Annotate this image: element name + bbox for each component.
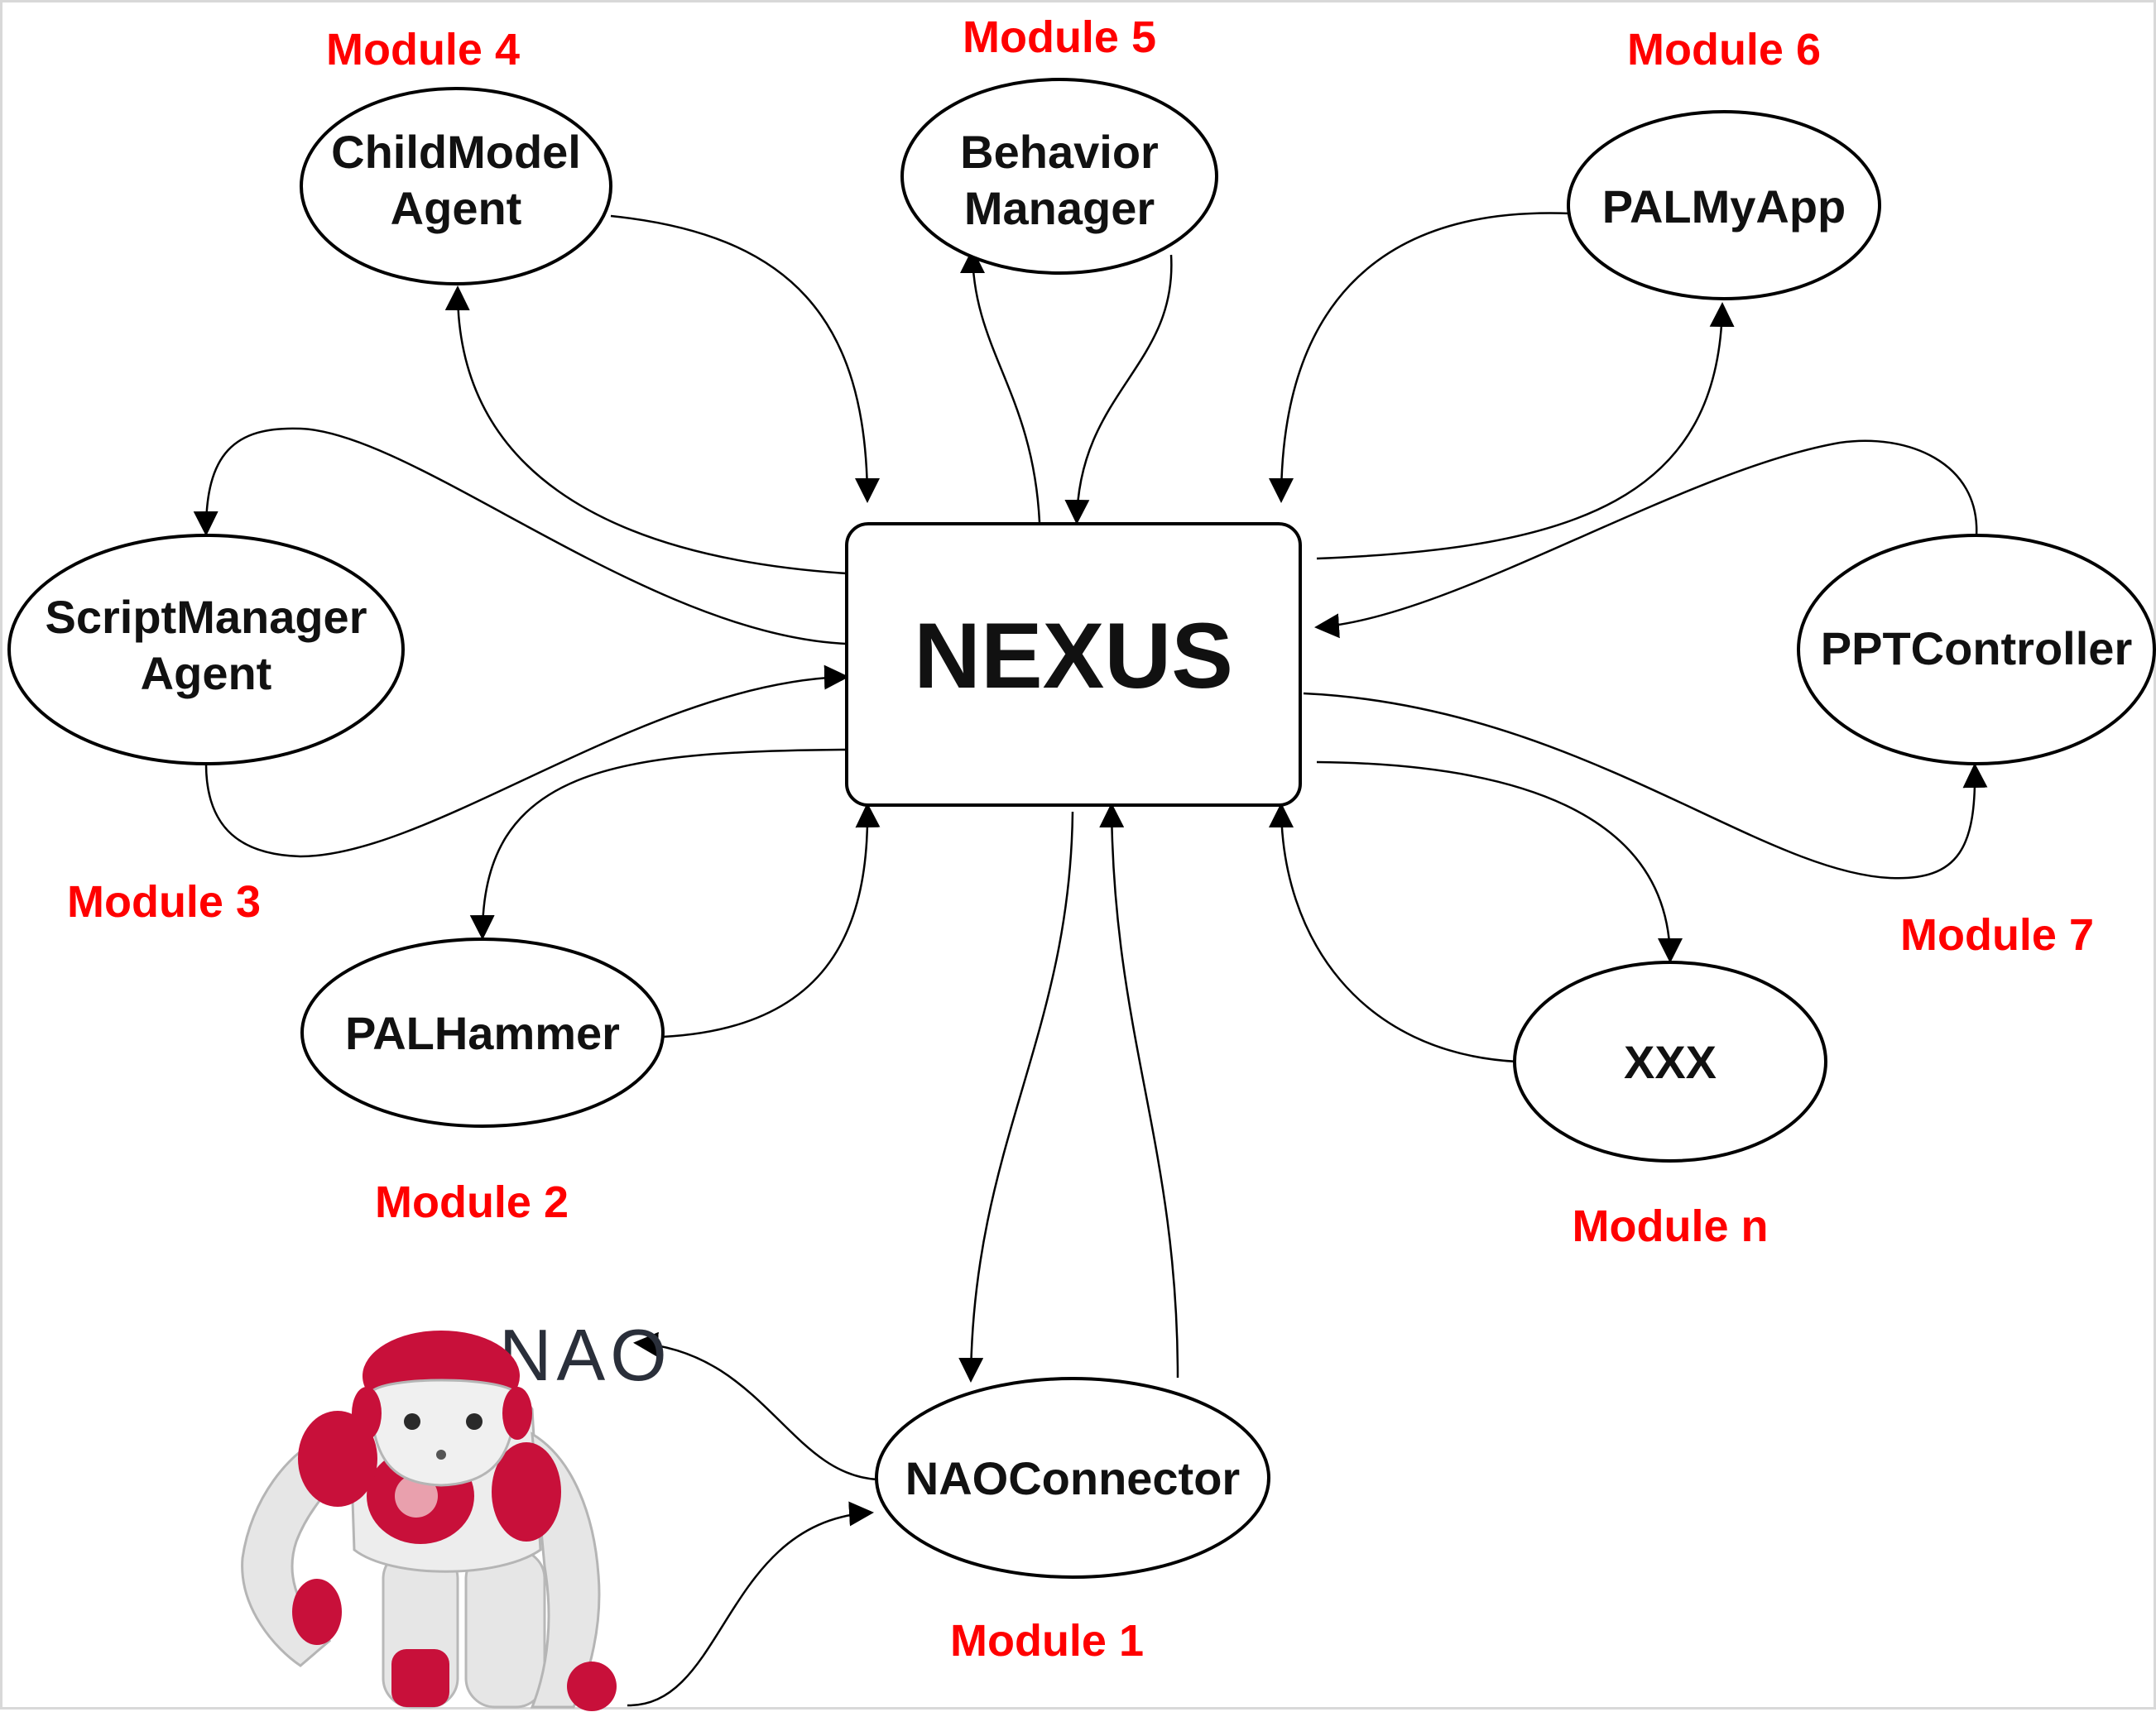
node-palhammer: PALHammer [300, 938, 665, 1128]
node-childmodel-label-line2: Agent [391, 182, 522, 234]
edge-palhammer-to-nexus [662, 803, 881, 1038]
edge-nexus-to-xxx [1316, 760, 1683, 963]
module-label-4: Module 4 [326, 25, 520, 74]
node-naoconnector-label: NAOConnector [905, 1452, 1240, 1504]
edge-palmyapp-to-nexus [1269, 212, 1572, 503]
edge-xxx-to-nexus [1269, 803, 1518, 1063]
nexus-label: NEXUS [914, 604, 1233, 707]
node-scriptmanager-label-line2: Agent [141, 647, 272, 699]
edges [193, 212, 1988, 1707]
node-xxx-label: XXX [1624, 1036, 1717, 1088]
edge-nexus-to-palhammer [469, 748, 848, 940]
module-label-6: Module 6 [1627, 25, 1821, 74]
node-behavior: Behavior Manager [900, 78, 1218, 275]
nexus-hub: NEXUS [845, 522, 1302, 807]
node-behavior-label-line2: Manager [964, 182, 1155, 234]
node-pptcontroller: PPTController [1797, 534, 2156, 765]
nao-logo: NAO [499, 1314, 672, 1396]
module-label-3: Module 3 [67, 877, 261, 927]
node-childmodel-label-line1: ChildModel [331, 126, 581, 178]
node-palmyapp: PALMyApp [1567, 110, 1881, 300]
module-label-1: Module 1 [950, 1616, 1144, 1666]
robot-icon: NAO [241, 1314, 672, 1711]
module-label-5: Module 5 [963, 12, 1156, 62]
module-labels: Module 4 Module 5 Module 6 Module 3 Modu… [67, 12, 2094, 1666]
node-xxx: XXX [1513, 961, 1827, 1163]
node-scriptmanager: ScriptManager Agent [7, 534, 405, 765]
edge-nexus-to-scriptmanager [193, 427, 848, 645]
edge-nexus-to-pptcontroller [1303, 692, 1988, 880]
node-palhammer-label: PALHammer [345, 1007, 620, 1059]
edge-scriptmanager-to-nexus [204, 664, 849, 858]
node-palmyapp-label: PALMyApp [1602, 180, 1846, 233]
node-scriptmanager-label-line1: ScriptManager [46, 591, 367, 643]
edge-nexus-to-naoconnector [958, 811, 1074, 1383]
node-behavior-label-line1: Behavior [960, 126, 1159, 178]
edge-pptcontroller-to-nexus [1314, 439, 1978, 639]
node-childmodel: ChildModel Agent [300, 87, 612, 285]
edge-behavior-to-nexus [1064, 254, 1173, 525]
module-label-7: Module 7 [1900, 910, 2094, 960]
edge-childmodel-to-nexus [610, 214, 880, 503]
edge-nexus-to-childmodel [444, 285, 848, 575]
edge-naoconnector-to-nexus [1099, 803, 1179, 1379]
edge-naoconnector-to-nao [633, 1331, 879, 1481]
module-label-n: Module n [1573, 1201, 1769, 1251]
edge-nao-to-naoconnector [627, 1501, 874, 1707]
node-pptcontroller-label: PPTController [1821, 622, 2132, 674]
edge-nexus-to-palmyapp [1316, 302, 1735, 560]
module-label-2: Module 2 [375, 1177, 569, 1227]
node-naoconnector: NAOConnector [875, 1377, 1270, 1579]
edge-nexus-to-behavior [960, 248, 1041, 523]
